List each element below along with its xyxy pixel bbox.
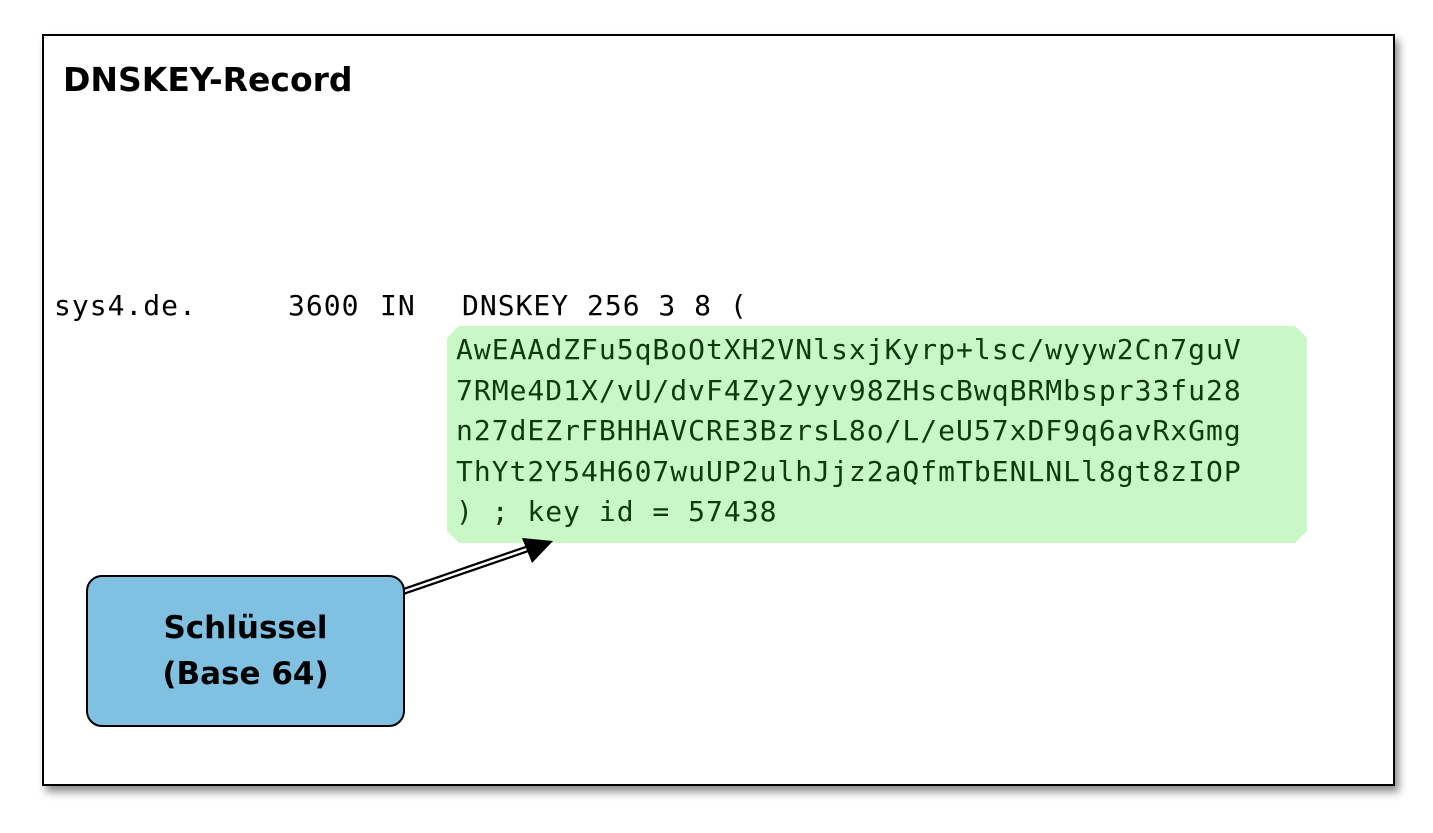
key-callout-box: Schlüssel (Base 64) bbox=[86, 575, 405, 727]
key-line: ThYt2Y54H607wuUP2ulhJjz2aQfmTbENLNLl8gt8… bbox=[456, 454, 1242, 488]
record-ttl: 3600 bbox=[288, 289, 360, 322]
slide-frame: DNSKEY-Record sys4.de. 3600 IN DNSKEY 25… bbox=[42, 34, 1395, 786]
record-type-and-flags: DNSKEY 256 3 8 ( bbox=[462, 289, 748, 322]
callout-label-line2: (Base 64) bbox=[162, 656, 329, 692]
key-line: 7RMe4D1X/vU/dvF4Zy2yyv98ZHscBwqBRMbspr33… bbox=[456, 373, 1242, 407]
record-class: IN bbox=[380, 289, 416, 322]
record-owner-name: sys4.de. bbox=[54, 289, 197, 322]
callout-label-line1: Schlüssel bbox=[163, 610, 328, 646]
public-key-block: AwEAAdZFu5qBoOtXH2VNlsxjKyrp+lsc/wyyw2Cn… bbox=[456, 330, 1242, 533]
slide-title: DNSKEY-Record bbox=[63, 60, 353, 99]
key-id-line: ) ; key id = 57438 bbox=[456, 495, 778, 528]
key-highlight bbox=[447, 326, 1307, 543]
key-line: n27dEZrFBHHAVCRE3BzrsL8o/L/eU57xDF9q6avR… bbox=[456, 414, 1242, 447]
key-line: AwEAAdZFu5qBoOtXH2VNlsxjKyrp+lsc/wyyw2Cn… bbox=[456, 333, 1242, 366]
